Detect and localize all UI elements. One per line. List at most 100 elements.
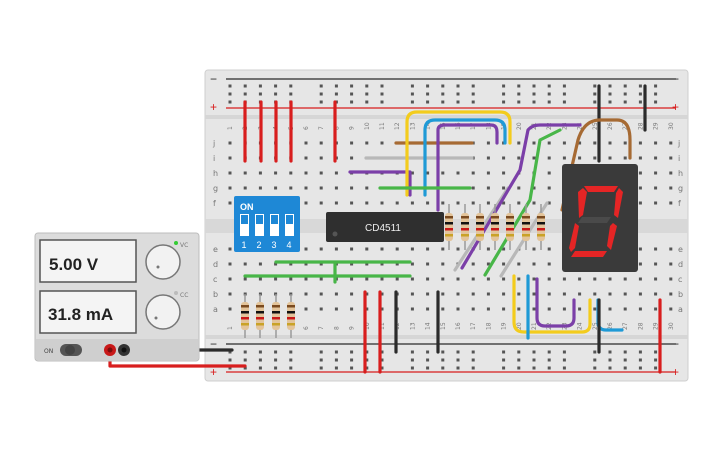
rail-hole[interactable]: [426, 358, 430, 362]
breadboard-hole[interactable]: [547, 277, 551, 281]
breadboard-hole[interactable]: [304, 156, 308, 160]
dip-switch-toggle[interactable]: [240, 214, 249, 236]
breadboard-hole[interactable]: [669, 141, 673, 145]
rail-hole[interactable]: [547, 366, 551, 370]
rail-hole[interactable]: [243, 92, 247, 96]
rail-hole[interactable]: [471, 358, 475, 362]
resistor[interactable]: [491, 204, 499, 250]
rail-hole[interactable]: [334, 92, 338, 96]
rail-hole[interactable]: [456, 358, 460, 362]
rail-hole[interactable]: [532, 366, 536, 370]
breadboard-hole[interactable]: [334, 307, 338, 311]
rail-hole[interactable]: [274, 84, 278, 88]
rail-hole[interactable]: [502, 84, 506, 88]
breadboard-hole[interactable]: [274, 277, 278, 281]
breadboard-hole[interactable]: [593, 292, 597, 296]
breadboard-hole[interactable]: [532, 186, 536, 190]
breadboard-hole[interactable]: [426, 262, 430, 266]
breadboard-hole[interactable]: [669, 262, 673, 266]
rail-hole[interactable]: [274, 92, 278, 96]
breadboard-hole[interactable]: [228, 277, 232, 281]
breadboard-hole[interactable]: [486, 186, 490, 190]
rail-hole[interactable]: [471, 92, 475, 96]
breadboard-hole[interactable]: [502, 156, 506, 160]
rail-hole[interactable]: [350, 366, 354, 370]
breadboard-hole[interactable]: [350, 186, 354, 190]
rail-hole[interactable]: [258, 350, 262, 354]
rail-hole[interactable]: [228, 366, 232, 370]
rail-hole[interactable]: [289, 84, 293, 88]
breadboard-hole[interactable]: [380, 307, 384, 311]
breadboard-hole[interactable]: [350, 156, 354, 160]
breadboard-hole[interactable]: [228, 262, 232, 266]
breadboard-hole[interactable]: [638, 262, 642, 266]
rail-hole[interactable]: [638, 366, 642, 370]
rail-hole[interactable]: [289, 358, 293, 362]
rail-hole[interactable]: [654, 358, 658, 362]
breadboard-hole[interactable]: [441, 247, 445, 251]
breadboard-hole[interactable]: [258, 262, 262, 266]
rail-hole[interactable]: [547, 92, 551, 96]
breadboard-hole[interactable]: [593, 141, 597, 145]
rail-hole[interactable]: [289, 350, 293, 354]
rail-hole[interactable]: [562, 350, 566, 354]
rail-hole[interactable]: [456, 366, 460, 370]
rail-hole[interactable]: [350, 100, 354, 104]
breadboard-hole[interactable]: [578, 141, 582, 145]
breadboard-hole[interactable]: [562, 156, 566, 160]
rail-hole[interactable]: [532, 358, 536, 362]
dip-switch-toggle[interactable]: [285, 214, 294, 236]
rail-hole[interactable]: [380, 358, 384, 362]
breadboard-hole[interactable]: [395, 277, 399, 281]
breadboard-hole[interactable]: [532, 201, 536, 205]
rail-hole[interactable]: [258, 366, 262, 370]
rail-hole[interactable]: [243, 358, 247, 362]
breadboard-hole[interactable]: [669, 292, 673, 296]
breadboard-hole[interactable]: [502, 171, 506, 175]
rail-hole[interactable]: [258, 84, 262, 88]
breadboard-hole[interactable]: [350, 141, 354, 145]
breadboard-hole[interactable]: [486, 277, 490, 281]
breadboard-hole[interactable]: [228, 247, 232, 251]
rail-hole[interactable]: [593, 366, 597, 370]
breadboard-hole[interactable]: [365, 307, 369, 311]
rail-hole[interactable]: [517, 92, 521, 96]
breadboard-hole[interactable]: [547, 141, 551, 145]
breadboard-hole[interactable]: [243, 171, 247, 175]
rail-hole[interactable]: [258, 92, 262, 96]
breadboard-hole[interactable]: [547, 262, 551, 266]
rail-hole[interactable]: [334, 84, 338, 88]
breadboard-hole[interactable]: [426, 171, 430, 175]
rail-hole[interactable]: [654, 92, 658, 96]
resistor[interactable]: [506, 204, 514, 250]
dip-switch-toggle[interactable]: [255, 214, 264, 236]
breadboard-hole[interactable]: [410, 171, 414, 175]
breadboard-hole[interactable]: [471, 171, 475, 175]
breadboard-hole[interactable]: [547, 171, 551, 175]
breadboard-hole[interactable]: [638, 156, 642, 160]
breadboard-hole[interactable]: [638, 186, 642, 190]
breadboard-hole[interactable]: [502, 307, 506, 311]
rail-hole[interactable]: [441, 100, 445, 104]
breadboard-hole[interactable]: [258, 171, 262, 175]
rail-hole[interactable]: [654, 84, 658, 88]
breadboard-hole[interactable]: [578, 307, 582, 311]
rail-hole[interactable]: [365, 350, 369, 354]
breadboard-hole[interactable]: [517, 201, 521, 205]
rail-hole[interactable]: [228, 358, 232, 362]
breadboard-hole[interactable]: [669, 201, 673, 205]
breadboard-hole[interactable]: [243, 186, 247, 190]
breadboard-hole[interactable]: [380, 247, 384, 251]
breadboard-hole[interactable]: [486, 141, 490, 145]
breadboard-hole[interactable]: [228, 186, 232, 190]
rail-hole[interactable]: [471, 350, 475, 354]
breadboard-hole[interactable]: [365, 292, 369, 296]
rail-hole[interactable]: [410, 358, 414, 362]
breadboard-hole[interactable]: [456, 307, 460, 311]
rail-hole[interactable]: [471, 100, 475, 104]
breadboard-hole[interactable]: [365, 262, 369, 266]
breadboard-hole[interactable]: [547, 292, 551, 296]
rail-hole[interactable]: [243, 366, 247, 370]
breadboard-hole[interactable]: [486, 247, 490, 251]
breadboard-hole[interactable]: [654, 156, 658, 160]
